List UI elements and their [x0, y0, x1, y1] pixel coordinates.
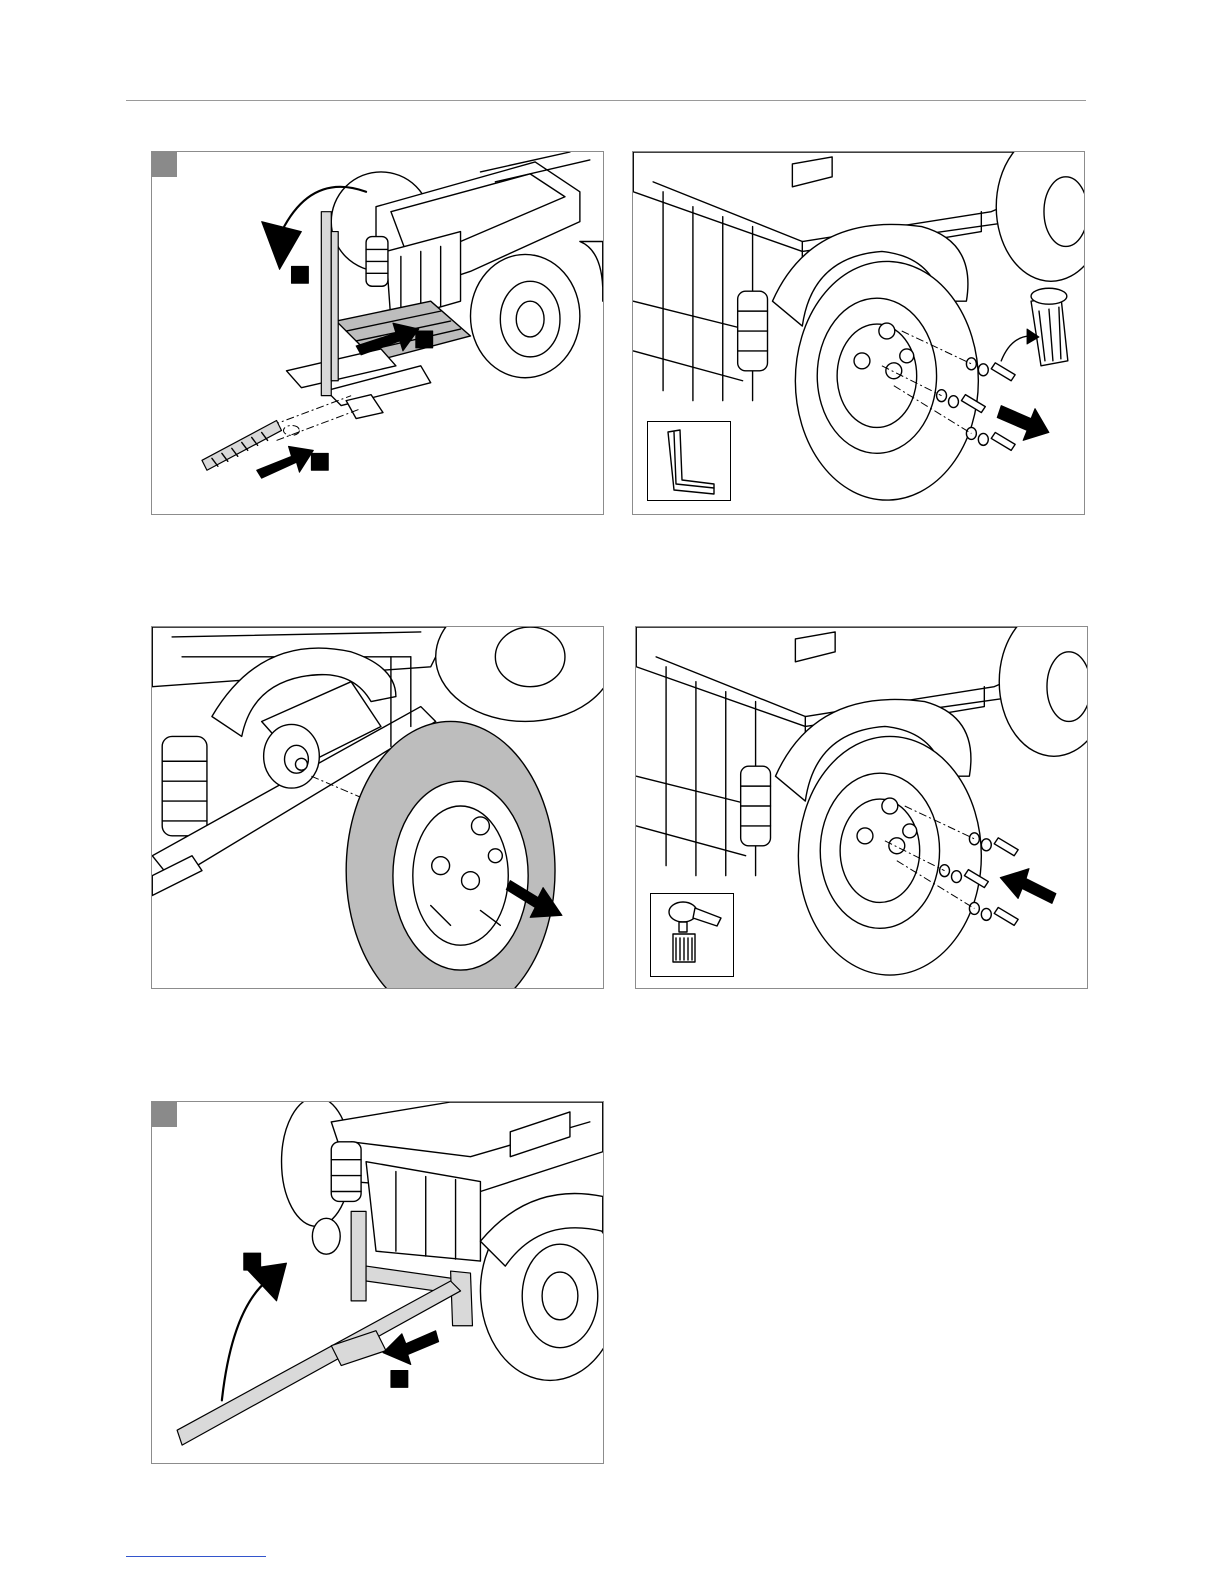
step-marker-icon: [416, 331, 433, 348]
figure-4-install-bolts: [635, 626, 1088, 989]
header-rule: [126, 100, 1086, 101]
hex-key-tool-inset: [647, 421, 731, 501]
step-marker-icon: [391, 1371, 408, 1388]
torque-wrench-tool-inset: [650, 893, 734, 977]
trash-bin-icon: [1001, 288, 1068, 366]
figure-5-remove-jack: [151, 1101, 604, 1464]
push-arrow-icon: [383, 1331, 439, 1365]
step-marker-icon: [291, 266, 308, 283]
step-marker-icon: [244, 1253, 261, 1270]
push-arrow-icon: [997, 406, 1049, 441]
remove-jack-illustration: [152, 1102, 603, 1463]
figure-2-remove-bolts: [632, 151, 1085, 515]
footer-link-underline[interactable]: [126, 1556, 266, 1557]
push-arrow-icon: [1000, 869, 1056, 904]
jack-placement-illustration: [152, 152, 603, 514]
figure-1-jack-placement: [151, 151, 604, 515]
hex-key-icon: [648, 422, 730, 500]
remove-wheel-illustration: [152, 627, 603, 988]
push-arrow-icon: [257, 446, 314, 478]
figure-3-remove-wheel: [151, 626, 604, 989]
torque-wrench-icon: [651, 894, 733, 976]
step-marker-icon: [311, 453, 328, 470]
